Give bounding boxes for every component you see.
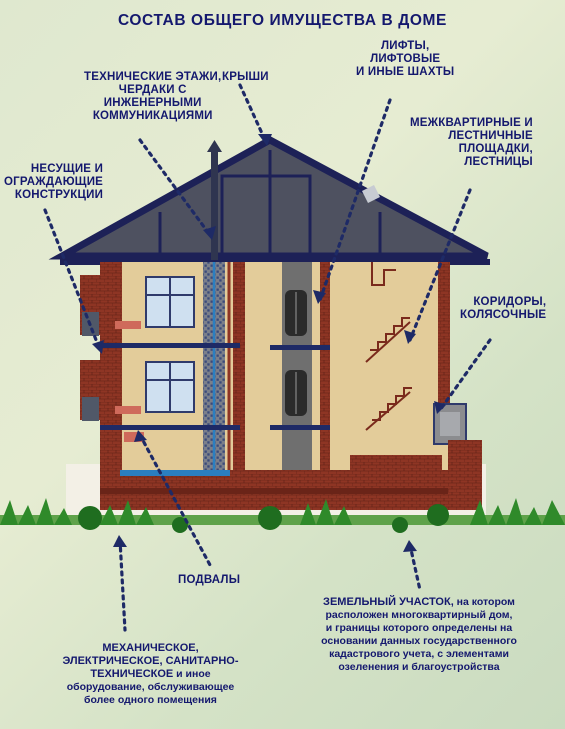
label-landings: МЕЖКВАРТИРНЫЕ И ЛЕСТНИЧНЫЕ ПЛОЩАДКИ, ЛЕС… [410, 117, 533, 168]
label-corridors: КОРИДОРЫ, КОЛЯСОЧНЫЕ [460, 296, 547, 321]
pointer-equipment [118, 538, 127, 632]
staircase [365, 262, 412, 431]
label-elevators: ЛИФТЫ, ЛИФТОВЫЕ И ИНЫЕ ШАХТЫ [356, 40, 455, 78]
shrubs [78, 504, 449, 533]
label-walls: НЕСУЩИЕ И ОГРАЖДАЮЩИЕ КОНСТРУКЦИИ [4, 163, 104, 201]
vent-pipe [211, 150, 218, 260]
pointer-landings [408, 188, 472, 342]
basement [100, 440, 482, 510]
label-tech-floors: ТЕХНИЧЕСКИЕ ЭТАЖИ, ЧЕРДАКИ С ИНЖЕНЕРНЫМИ… [84, 71, 222, 122]
ground-strip [0, 515, 565, 525]
pointer-tech-floors [138, 138, 212, 237]
pointer-roofs [238, 83, 267, 142]
label-land-plot: ЗЕМЕЛЬНЫЙ УЧАСТОК, на котором расположен… [321, 596, 517, 673]
label-equipment: МЕХАНИЧЕСКОЕ, ЭЛЕКТРИЧЕСКОЕ, САНИТАРНО- … [62, 642, 239, 706]
elevator-shaft [282, 262, 312, 490]
window-lower [145, 361, 195, 413]
pointer-land [408, 543, 422, 592]
label-roofs: КРЫШИ [222, 71, 269, 83]
pointer-lines [43, 83, 492, 632]
pointer-corridors [438, 338, 492, 412]
pointer-arrowheads [92, 134, 446, 552]
floor-slabs [100, 343, 330, 430]
dormer-vent [362, 185, 380, 203]
diagram-title: СОСТАВ ОБЩЕГО ИМУЩЕСТВА В ДОМЕ [117, 12, 447, 29]
pointer-basements [138, 433, 212, 567]
grass [0, 498, 565, 525]
pointer-walls [43, 208, 102, 352]
label-basements: ПОДВАЛЫ [178, 574, 241, 586]
pointer-elevators [318, 98, 392, 302]
window-upper [145, 276, 195, 328]
